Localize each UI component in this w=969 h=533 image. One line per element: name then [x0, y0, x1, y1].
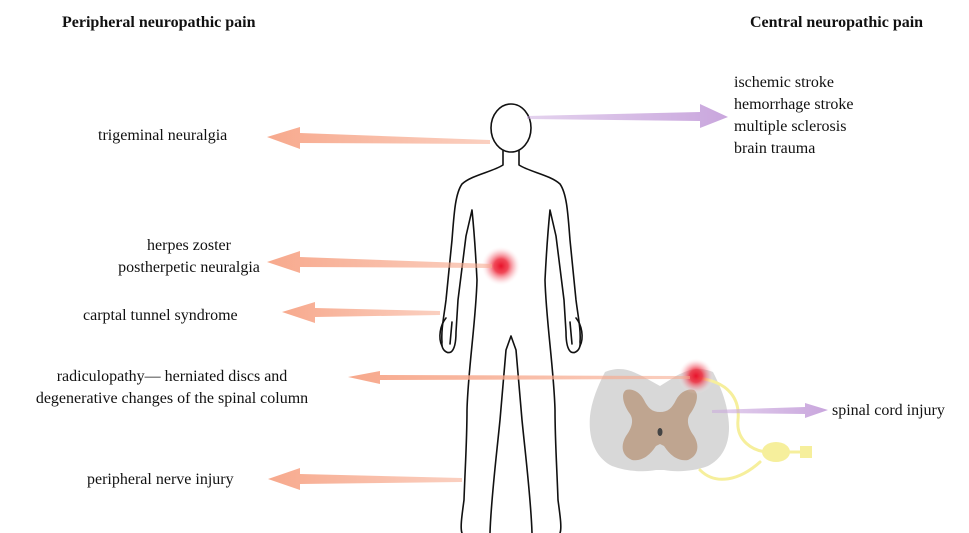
label-carpal-tunnel: carptal tunnel syndrome	[83, 305, 238, 327]
central-pain-heading: Central neuropathic pain	[750, 14, 923, 32]
arrow-brain	[527, 104, 728, 128]
label-trigeminal-neuralgia: trigeminal neuralgia	[98, 125, 227, 147]
label-herpes-group: herpes zoster postherpetic neuralgia	[104, 235, 274, 279]
head-outline	[491, 104, 531, 152]
central-canal	[658, 428, 663, 436]
torso-and-limbs-outline	[442, 151, 580, 533]
arrow-spinal-cord	[712, 403, 828, 418]
label-multiple-sclerosis: multiple sclerosis	[734, 116, 854, 138]
arrow-carpal	[282, 302, 440, 323]
label-ischemic-stroke: ischemic stroke	[734, 72, 854, 94]
label-brain-conditions: ischemic stroke hemorrhage stroke multip…	[734, 72, 854, 160]
arrow-nerve-injury	[268, 468, 462, 490]
arrow-herpes	[267, 251, 492, 273]
label-radiculopathy-group: radiculopathy— herniated discs and degen…	[2, 366, 342, 410]
peripheral-pain-heading: Peripheral neuropathic pain	[62, 14, 256, 32]
dorsal-root-ganglion	[762, 442, 790, 462]
label-radiculopathy-line1: radiculopathy— herniated discs and	[2, 366, 342, 388]
label-spinal-cord-injury: spinal cord injury	[832, 400, 945, 422]
human-body-outline	[440, 104, 582, 533]
nerve-end	[800, 446, 812, 458]
label-postherpetic-neuralgia: postherpetic neuralgia	[104, 257, 274, 279]
label-brain-trauma: brain trauma	[734, 138, 854, 160]
label-radiculopathy-line2: degenerative changes of the spinal colum…	[2, 388, 342, 410]
arrow-trigeminal	[267, 127, 490, 149]
label-herpes-zoster: herpes zoster	[104, 235, 274, 257]
label-peripheral-nerve-injury: peripheral nerve injury	[87, 469, 234, 491]
label-hemorrhage-stroke: hemorrhage stroke	[734, 94, 854, 116]
